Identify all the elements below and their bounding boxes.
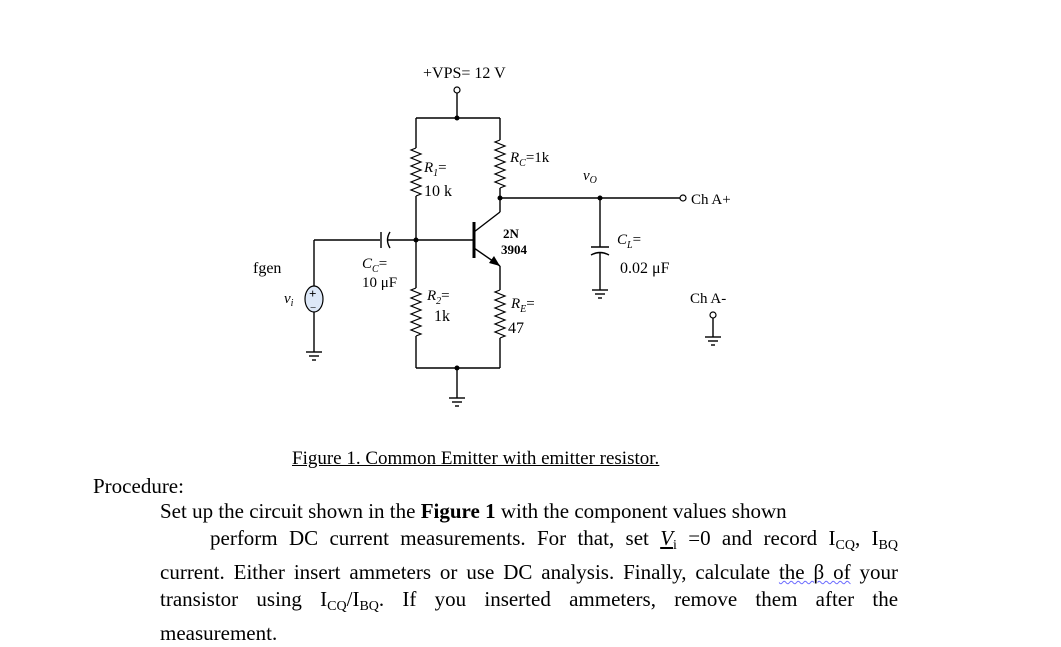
procedure-line-5: measurement. (160, 621, 278, 645)
ch-a-minus-label: Ch A- (690, 291, 726, 307)
procedure-line-1: Set up the circuit shown in the Figure 1… (160, 499, 787, 523)
procedure-line-3: current. Either insert ammeters or use D… (160, 560, 898, 584)
supply-terminal (453, 86, 461, 94)
procedure-heading: Procedure: (93, 474, 184, 498)
cc-value: 10 μF (362, 275, 397, 291)
cl-value: 0.02 μF (620, 260, 670, 277)
fgen-label: fgen (253, 260, 281, 277)
re-resistor (493, 289, 507, 339)
source-minus-sign: − (310, 302, 316, 314)
circuit-schematic: +VPS= 12 V R1= 10 k RC=1k Ch A+ vO CL= 0… (253, 65, 731, 407)
vi-label: vi (284, 291, 294, 309)
source-plus-sign: + (309, 286, 316, 301)
r2-label: R2= (426, 288, 450, 307)
emitter-arrow-icon (489, 256, 500, 266)
r2-resistor (409, 287, 423, 337)
rc-resistor (493, 139, 507, 189)
ch-a-minus-terminal (709, 311, 717, 319)
supply-label: +VPS= 12 V (423, 65, 506, 82)
cl-label: CL= (617, 232, 641, 251)
r1-resistor (409, 147, 423, 197)
cl-capacitor-plate-bottom (590, 251, 610, 256)
ch-a-plus-label: Ch A+ (691, 192, 731, 208)
r1-value: 10 k (424, 183, 452, 200)
r2-value: 1k (434, 308, 450, 325)
ch-a-plus-terminal (679, 194, 687, 202)
re-label: RE= (510, 296, 535, 315)
vo-label: vO (583, 168, 597, 186)
re-value: 47 (508, 320, 524, 337)
procedure-line-4: transistor using ICQ/IBQ. If you inserte… (160, 587, 899, 614)
procedure-paragraph: Set up the circuit shown in the Figure 1… (160, 498, 898, 647)
rc-label: RC=1k (509, 150, 550, 169)
cc-label: CC= (362, 256, 387, 275)
figure-caption: Figure 1. Common Emitter with emitter re… (292, 448, 660, 469)
r1-label: R1= (423, 160, 447, 179)
transistor-part-line1: 2N (503, 226, 520, 241)
procedure-line-2: perform DC current measurements. For tha… (210, 526, 898, 553)
transistor-part-line2: 3904 (501, 242, 528, 257)
